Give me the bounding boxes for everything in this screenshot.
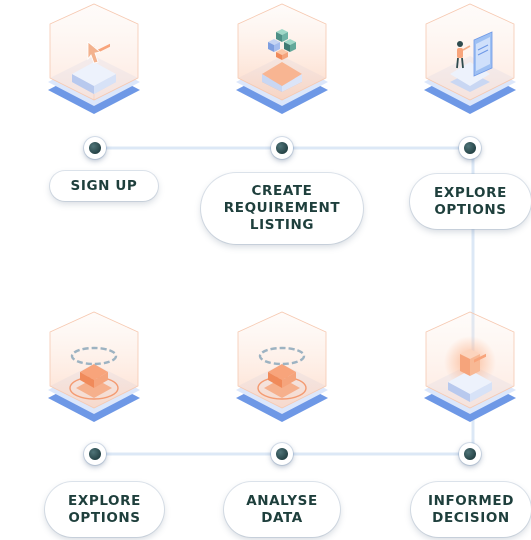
step-label-analyse-data: ANALYSE DATA xyxy=(224,482,340,537)
step-label-explore-options: EXPLORE OPTIONS xyxy=(410,174,531,229)
step-2-node xyxy=(271,137,293,159)
ring-scanner-icon xyxy=(236,311,328,422)
step-label-sign-up: SIGN UP xyxy=(50,171,158,201)
cubes-listing-icon xyxy=(236,3,328,114)
step-label-explore-options: EXPLORE OPTIONS xyxy=(45,482,164,537)
step-label-informed-decision: INFORMED DECISION xyxy=(411,482,531,537)
step-label-create-requirement-listing: CREATE REQUIREMENT LISTING xyxy=(201,173,363,244)
step-label-text: EXPLORE OPTIONS xyxy=(434,184,507,218)
step-label-text: ANALYSE DATA xyxy=(246,492,318,526)
step-label-text: CREATE REQUIREMENT LISTING xyxy=(223,183,341,233)
step-1-node xyxy=(84,137,106,159)
step-4-node xyxy=(84,443,106,465)
person-with-screen-icon xyxy=(424,3,516,114)
glowing-box-icon xyxy=(424,311,516,422)
step-5-node xyxy=(271,443,293,465)
ring-scanner-icon xyxy=(48,311,140,422)
step-6-node xyxy=(459,443,481,465)
step-3-node xyxy=(459,137,481,159)
step-label-text: EXPLORE OPTIONS xyxy=(68,492,141,526)
step-label-text: INFORMED DECISION xyxy=(427,492,515,526)
pointer-cursor-icon xyxy=(48,3,140,114)
step-label-text: SIGN UP xyxy=(70,177,138,194)
